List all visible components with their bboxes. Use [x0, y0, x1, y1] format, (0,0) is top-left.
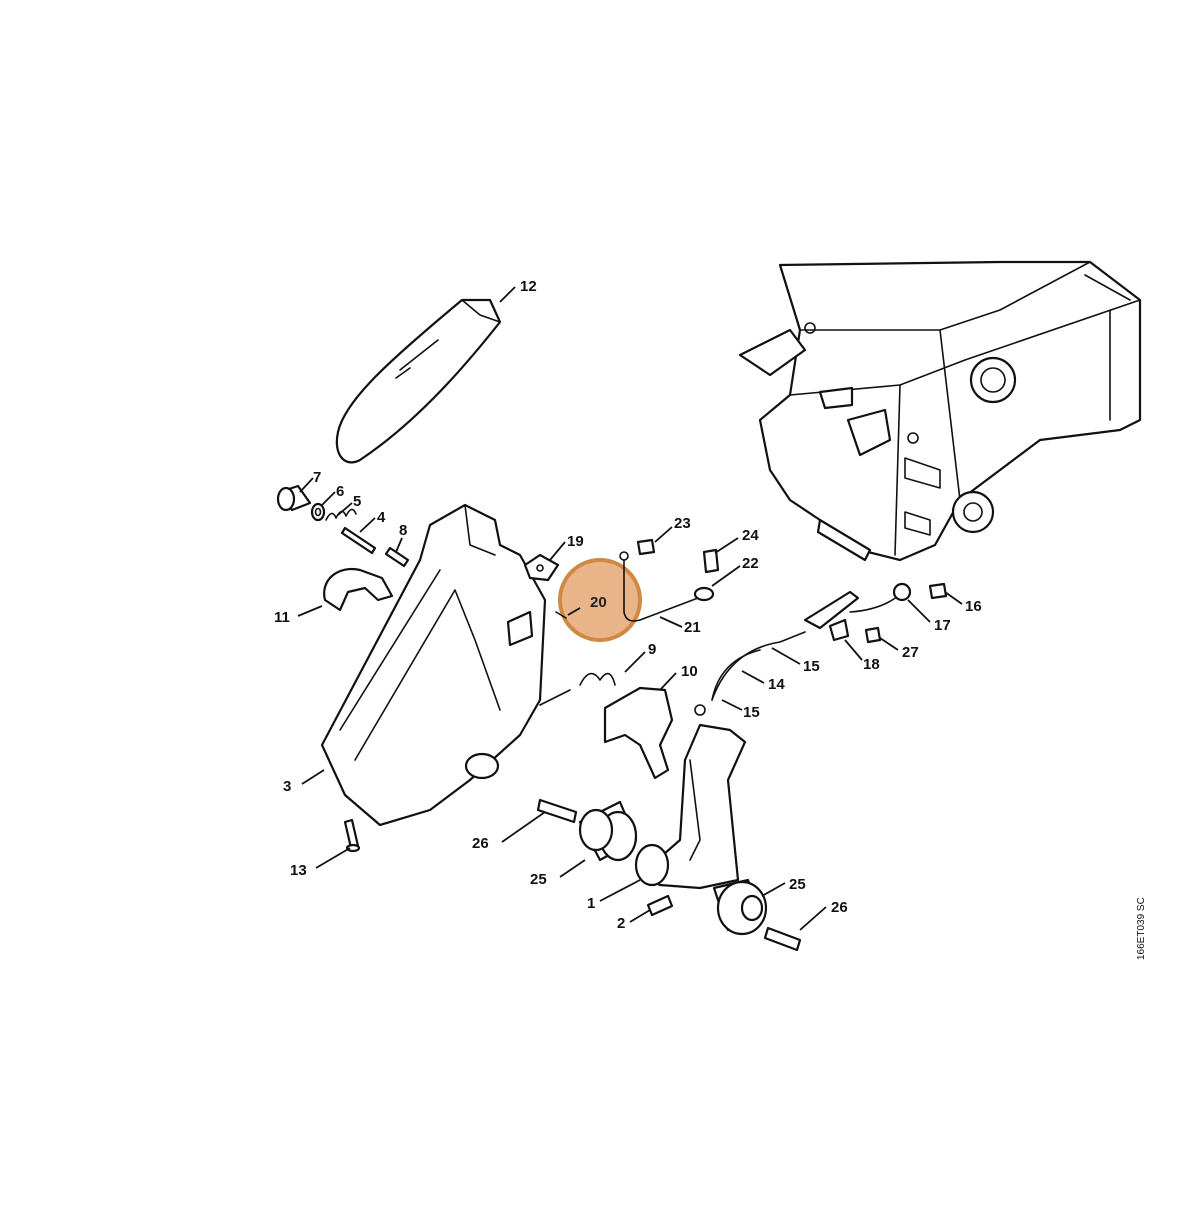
callout-10[interactable]: 10: [681, 663, 698, 680]
callout-18[interactable]: 18: [863, 656, 880, 673]
part-3-housing: [320, 503, 547, 827]
callout-4[interactable]: 4: [377, 509, 386, 526]
callout-2[interactable]: 2: [617, 915, 625, 932]
part-17-link: [849, 582, 912, 613]
part-26-stud-lower: [763, 926, 802, 952]
part-16-screw: [928, 582, 948, 600]
callout-25b[interactable]: 25: [789, 876, 806, 893]
callout-23[interactable]: 23: [674, 515, 691, 532]
callout-11[interactable]: 11: [274, 609, 290, 626]
callout-3[interactable]: 3: [283, 778, 291, 795]
callout-22[interactable]: 22: [742, 555, 759, 572]
part-13-screw: [343, 818, 361, 853]
part-6-washer: [310, 502, 326, 522]
part-23-screw: [636, 538, 656, 556]
callout-9[interactable]: 9: [648, 641, 656, 658]
part-25-buffer-upper: [578, 800, 638, 862]
callout-1[interactable]: 1: [587, 895, 595, 912]
part-19-clip: [523, 553, 560, 582]
callout-13[interactable]: 13: [290, 862, 307, 879]
part-27-screw: [864, 626, 882, 644]
part-5-spring: [325, 508, 357, 521]
callout-24[interactable]: 24: [742, 527, 759, 544]
part-20-highlight[interactable]: [558, 558, 642, 642]
callout-labels: 12 7 6 5 4 8 11 19 20 23 24 22 21 16 17 …: [274, 278, 982, 932]
callout-17[interactable]: 17: [934, 617, 951, 634]
drawing-reference-code: 166ET039 SC: [1136, 897, 1147, 960]
callout-15a[interactable]: 15: [803, 658, 820, 675]
part-2-screw: [646, 894, 674, 917]
callout-5[interactable]: 5: [353, 493, 361, 510]
part-12-handle: [335, 298, 502, 464]
part-18-lever: [803, 590, 860, 642]
callout-15b[interactable]: 15: [743, 704, 760, 721]
callout-12[interactable]: 12: [520, 278, 537, 295]
callout-20[interactable]: 20: [590, 594, 607, 611]
part-1-bracket: [634, 723, 747, 890]
part-8-pin: [384, 546, 410, 568]
part-14-cable: [694, 631, 806, 716]
callout-16[interactable]: 16: [965, 598, 982, 615]
callout-21[interactable]: 21: [684, 619, 701, 636]
callout-25a[interactable]: 25: [530, 871, 547, 888]
engine-housing: [738, 260, 1142, 562]
part-10-trigger: [603, 686, 674, 780]
leader-lines: [297, 286, 963, 931]
part-24-screw: [702, 548, 720, 574]
part-26-stud-upper: [536, 798, 578, 824]
part-4-pin: [340, 526, 377, 555]
part-22-eyelet: [693, 586, 715, 602]
callout-27[interactable]: 27: [902, 644, 919, 661]
part-9-spring: [539, 672, 616, 706]
callout-26b[interactable]: 26: [831, 899, 848, 916]
part-25-buffer-lower: [712, 878, 768, 936]
callout-14[interactable]: 14: [768, 676, 785, 693]
callout-8[interactable]: 8: [399, 522, 407, 539]
callout-26a[interactable]: 26: [472, 835, 489, 852]
callout-19[interactable]: 19: [567, 533, 584, 550]
callout-7[interactable]: 7: [313, 469, 321, 486]
part-11-bracket: [323, 567, 394, 612]
part-7-bushing: [276, 484, 312, 512]
callout-6[interactable]: 6: [336, 483, 344, 500]
part-21-rod: [619, 551, 699, 622]
part-20-pin: [555, 611, 567, 619]
